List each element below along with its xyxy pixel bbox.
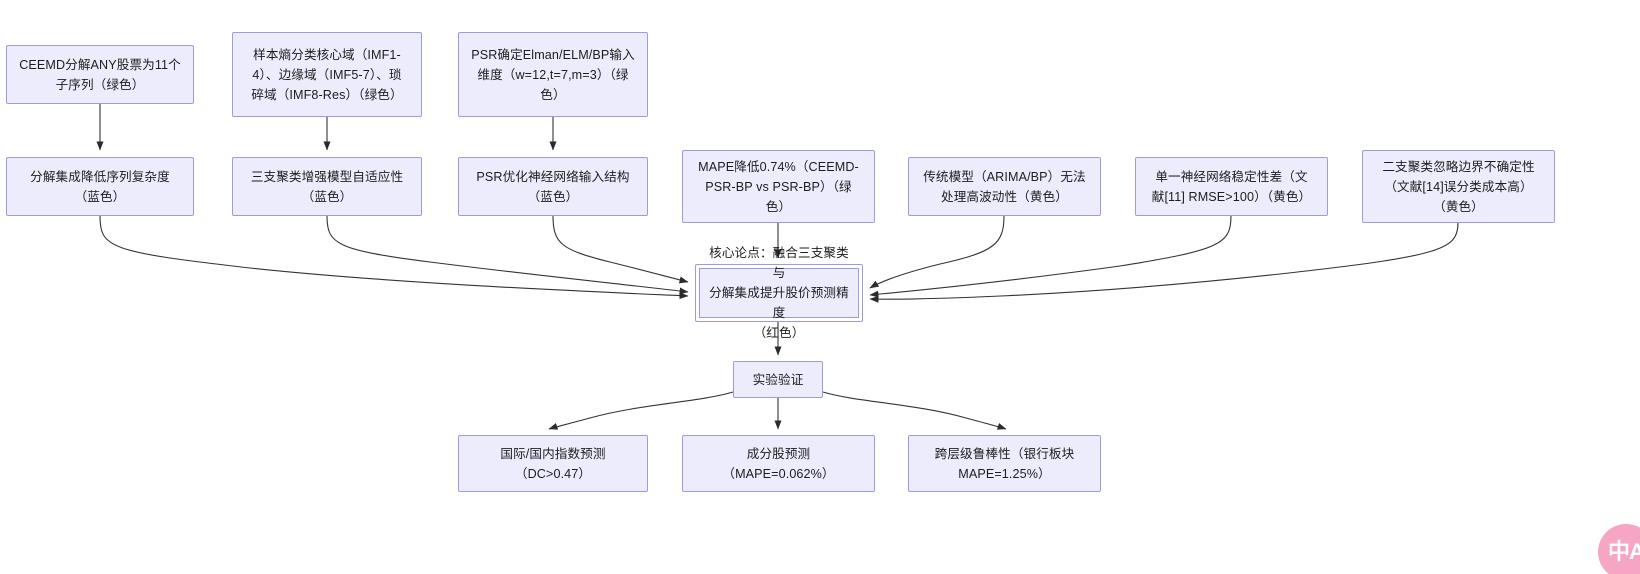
flow-node-n4[interactable]: 分解集成降低序列复杂度 （蓝色） (6, 157, 194, 216)
flow-node-label: CEEMD分解ANY股票为11个 子序列（绿色） (19, 57, 181, 92)
flow-node-label: 样本熵分类核心域（IMF1- 4）、边缘域（IMF5-7）、琐 碎域（IMF8-… (251, 47, 403, 102)
flow-node-n7[interactable]: MAPE降低0.74%（CEEMD- PSR-BP vs PSR-BP）（绿 色… (682, 150, 875, 223)
flow-node-label: MAPE降低0.74%（CEEMD- PSR-BP vs PSR-BP）（绿 色… (698, 159, 859, 214)
flow-node-n12[interactable]: 实验验证 (733, 361, 823, 398)
flow-edge-n8-n11 (869, 215, 1005, 289)
flow-node-label: 单一神经网络稳定性差（文 献[11] RMSE>100）（黄色） (1151, 169, 1312, 204)
flow-node-label: 成分股预测 （MAPE=0.062%） (722, 446, 835, 481)
watermark-badge: 中A (1598, 524, 1640, 574)
flow-node-label: 核心论点：融合三支聚类与 分解集成提升股价预测精度 （红色） (709, 246, 849, 340)
flow-node-n13[interactable]: 国际/国内指数预测 （DC>0.47） (458, 435, 648, 492)
flow-node-n3[interactable]: PSR确定Elman/ELM/BP输入 维度（w=12,t=7,m=3）（绿 色… (458, 32, 648, 117)
flow-node-n8[interactable]: 传统模型（ARIMA/BP）无法 处理高波动性（黄色） (908, 157, 1101, 216)
flow-edge-n9-n11 (869, 215, 1232, 298)
flow-node-n5[interactable]: 三支聚类增强模型自适应性 （蓝色） (232, 157, 422, 216)
flow-node-label: 国际/国内指数预测 （DC>0.47） (500, 446, 606, 481)
flow-node-n9[interactable]: 单一神经网络稳定性差（文 献[11] RMSE>100）（黄色） (1135, 157, 1328, 216)
flow-node-n6[interactable]: PSR优化神经网络输入结构 （蓝色） (458, 157, 648, 216)
flow-node-n15[interactable]: 跨层级鲁棒性（银行板块 MAPE=1.25%） (908, 435, 1101, 492)
flow-node-n11[interactable]: 核心论点：融合三支聚类与 分解集成提升股价预测精度 （红色） (695, 246, 863, 340)
flow-node-label: 跨层级鲁棒性（银行板块 MAPE=1.25%） (934, 446, 1075, 481)
flow-edge-n12-n13 (548, 391, 734, 430)
flow-node-n14[interactable]: 成分股预测 （MAPE=0.062%） (682, 435, 875, 492)
flow-node-label: 三支聚类增强模型自适应性 （蓝色） (250, 169, 404, 204)
flow-edge-n10-n11 (869, 222, 1459, 303)
flow-node-n2[interactable]: 样本熵分类核心域（IMF1- 4）、边缘域（IMF5-7）、琐 碎域（IMF8-… (232, 32, 422, 117)
flow-node-label: PSR确定Elman/ELM/BP输入 维度（w=12,t=7,m=3）（绿 色… (471, 47, 635, 102)
flow-node-n10[interactable]: 二支聚类忽略边界不确定性 （文献[14]误分类成本高） （黄色） (1362, 150, 1555, 223)
flow-node-label: 实验验证 (752, 372, 804, 387)
flow-node-label: 分解集成降低序列复杂度 （蓝色） (30, 169, 170, 204)
flow-node-label: 传统模型（ARIMA/BP）无法 处理高波动性（黄色） (923, 169, 1086, 204)
flow-edge-n6-n11 (552, 215, 689, 284)
flow-node-label: 二支聚类忽略边界不确定性 （文献[14]误分类成本高） （黄色） (1382, 159, 1535, 214)
flow-edge-n12-n15 (822, 391, 1007, 430)
flow-node-n1[interactable]: CEEMD分解ANY股票为11个 子序列（绿色） (6, 45, 194, 104)
flow-node-label: PSR优化神经网络输入结构 （蓝色） (476, 169, 630, 204)
flow-edge-n5-n11 (326, 215, 689, 295)
flow-edge-n4-n11 (99, 215, 689, 300)
watermark-label: 中A (1608, 539, 1640, 564)
